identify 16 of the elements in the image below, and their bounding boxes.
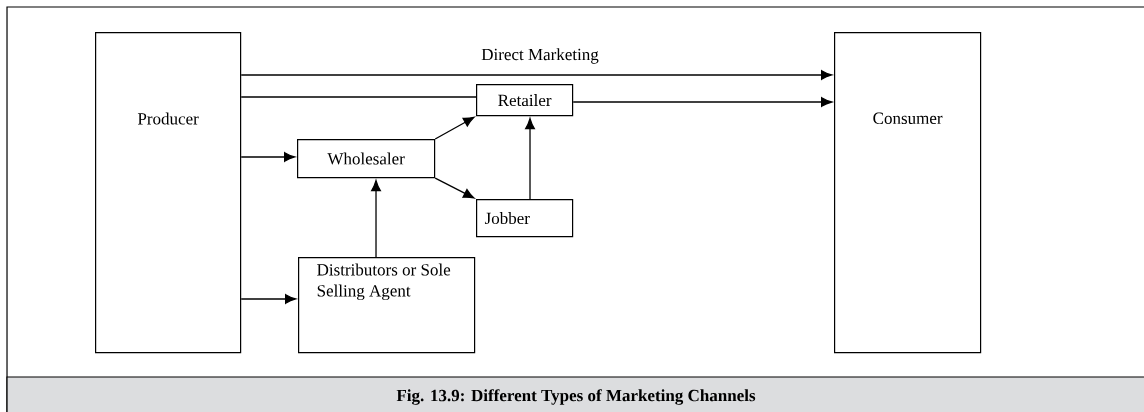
arrow <box>371 179 381 258</box>
arrow <box>240 152 296 162</box>
box: Distributors or Sole Selling Agent <box>298 257 476 354</box>
edge-label: Direct Marketing <box>480 47 600 65</box>
box: Consumer <box>834 32 982 354</box>
arrow <box>572 97 833 107</box>
caption-band: Fig. 13.9: Different Types of Marketing Channels <box>6 376 1144 412</box>
arrow <box>240 294 297 304</box>
box: Producer <box>95 32 242 354</box>
arrow <box>434 177 475 199</box>
box: Retailer <box>476 84 574 117</box>
box: Wholesaler <box>297 139 436 179</box>
arrow <box>434 116 475 140</box>
arrow <box>240 70 833 80</box>
box: Jobber <box>476 199 574 238</box>
arrow <box>525 117 535 200</box>
